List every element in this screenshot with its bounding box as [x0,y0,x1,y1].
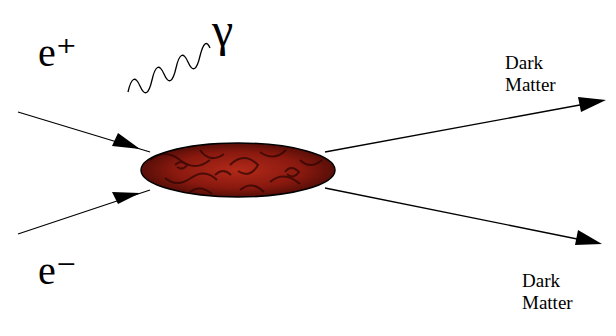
particle-label: e⁻ [38,248,77,294]
arrow-head [578,97,606,112]
photon-label: γ [212,2,233,57]
arrow-head [575,230,602,245]
photon-wave [128,44,210,93]
dark-matter-line [325,102,596,152]
positron-line [18,112,150,152]
particle-label: Dark Matter [505,52,577,96]
arrow-head [112,133,140,149]
electron-line [18,190,150,234]
blob-outline [141,143,335,197]
blob-texture [150,150,322,194]
dark-matter-line [325,188,592,242]
particle-label: e⁺ [38,30,77,76]
interaction-blob [141,143,335,197]
arrow-head [112,192,140,204]
particle-label: Dark Matter [522,270,594,314]
